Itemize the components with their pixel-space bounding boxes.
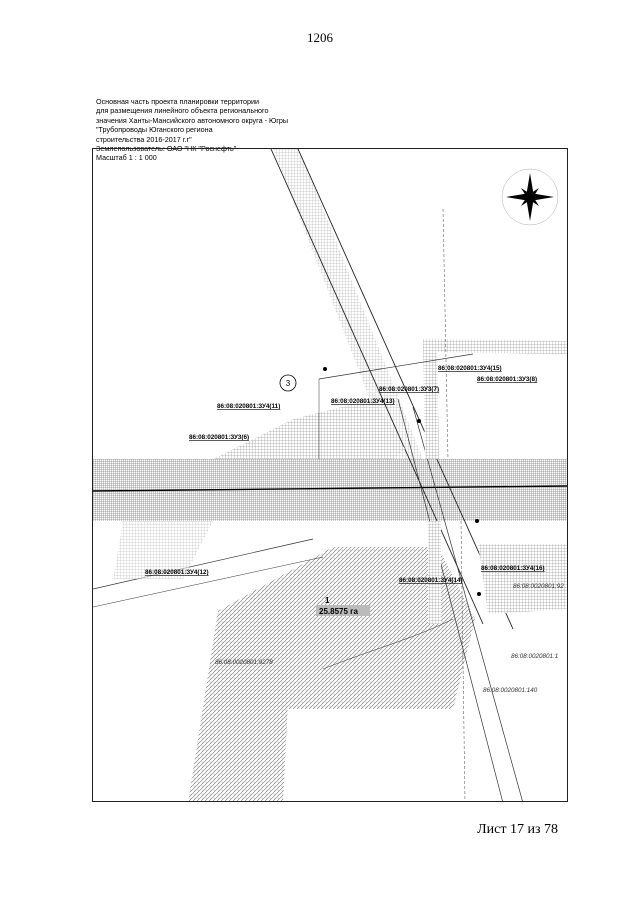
parcel-south-east (478, 544, 567, 614)
area-label-box (316, 605, 370, 616)
road-east-vertical-south (460, 520, 466, 801)
road-diagonal-3 (397, 398, 503, 801)
title-line: строительства 2016-2017 г.г" (96, 134, 192, 144)
title-line: Основная часть проекта планировки террит… (96, 97, 259, 106)
parcel-label: 86:08:020801:ЗУ4(16) (481, 565, 545, 572)
title-line: "Трубопроводы Юганского региона (96, 125, 213, 135)
parcel-north-east (423, 339, 567, 354)
well-marker (417, 419, 421, 423)
parcel-label: 86:08:020801:ЗУ3(8) (477, 376, 537, 383)
road-south-west-2 (93, 556, 324, 608)
map-scale: Масштаб 1 : 1 000 (96, 153, 157, 163)
parcel-label: 86:08:020801:ЗУ4(12) (145, 569, 209, 576)
parcel-label: 86:08:020801:ЗУ3(6) (189, 434, 249, 441)
parcel-south-west-strip (113, 521, 213, 579)
road-diagonal-4 (412, 406, 523, 801)
circle-marker-label: 3 (286, 379, 291, 388)
road-diagonal-1 (270, 149, 484, 625)
well-marker (475, 519, 479, 523)
cadastral-label: 86:08:0020801:140 (483, 687, 538, 694)
well-marker (323, 367, 327, 371)
cadastral-label: 86:08:0020801:92 (513, 583, 564, 590)
parcel-label: 86:08:020801:ЗУ4(11) (217, 403, 280, 410)
map-frame: 3 86:08:020801:ЗУ4(15) 86:08:020801:ЗУ3(… (92, 148, 568, 802)
circle-marker (279, 374, 297, 392)
page-number: 1206 (307, 30, 333, 45)
sheet-label: Лист 17 из 78 (477, 822, 558, 837)
parcel-north-west (213, 399, 405, 459)
road-diagonal-2 (297, 149, 514, 630)
parcel-south-east-strip (428, 521, 441, 624)
diagonal-corridor-north (273, 149, 423, 459)
river-line (322, 618, 454, 670)
title-line: значения Ханты-Мансийского автономного о… (96, 115, 289, 125)
corridor-centerline (93, 485, 567, 492)
road-south-west (93, 538, 314, 590)
map-canvas: 3 86:08:020801:ЗУ4(15) 86:08:020801:ЗУ3(… (93, 149, 567, 801)
parcel-vertical-strip (423, 349, 439, 459)
road-east-vertical (442, 208, 449, 460)
parcel-label: 86:08:020801:ЗУ4(15) (438, 365, 502, 372)
cadastral-label: 86:08:0020801:9278 (215, 659, 273, 666)
parcel-boundary (318, 353, 474, 380)
parcel-label: 86:08:020801:ЗУ4(14) (399, 577, 463, 584)
parcel-label: 86:08:020801:ЗУ3(7) (379, 386, 439, 393)
parcel-south-lower (188, 601, 293, 801)
north-arrow-icon (501, 168, 559, 226)
well-marker (477, 592, 481, 596)
cadastral-label: 86:08:0020801:1 (511, 653, 558, 660)
parcel-label: 86:08:020801:ЗУ4(13) (331, 398, 395, 405)
title-line: для размещения линейного объекта региона… (96, 106, 269, 116)
area-number: 1 (325, 596, 330, 605)
area-value: 25.8575 га (319, 607, 358, 616)
